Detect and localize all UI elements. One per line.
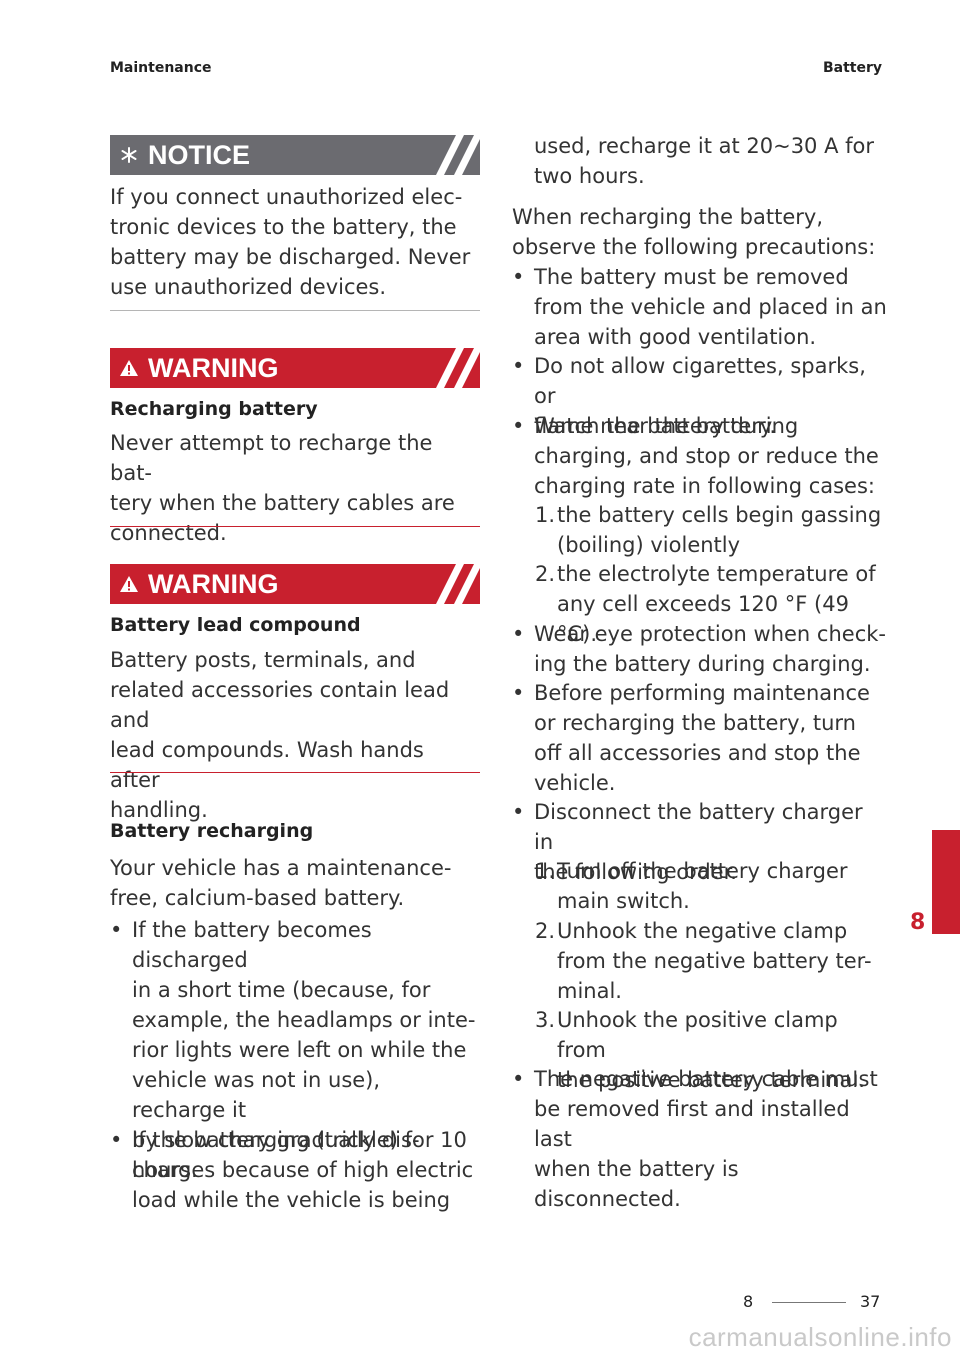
numbered-item: 2. the electrolyte temperature of any ce… [535, 562, 876, 646]
warning-banner: WARNING [110, 348, 480, 388]
warning-title: WARNING [148, 568, 279, 599]
warning-body: Never attempt to recharge the bat- tery … [110, 431, 455, 545]
bullet-icon: • [512, 265, 525, 289]
numbered-item: 2. Unhook the negative clamp from the ne… [535, 919, 872, 1003]
footer-chapter-number: 8 [743, 1292, 754, 1311]
list-item: • Before performing maintenance or recha… [512, 678, 870, 798]
warning-banner: WARNING [110, 564, 480, 604]
footer-divider [772, 1302, 846, 1303]
list-item: • If the battery gradually dis- charges … [110, 1125, 473, 1215]
watermark: carmanualsonline.info [688, 1322, 952, 1352]
banner-slash-decoration [436, 348, 480, 388]
bullet-icon: • [512, 681, 525, 705]
bullet-icon: • [512, 354, 525, 378]
running-header-topic: Battery [822, 60, 882, 76]
numbered-item: 3. Unhook the positive clamp from the po… [535, 1008, 865, 1092]
list-item: • If the battery becomes discharged in a… [110, 915, 480, 1185]
page-number: 37 [860, 1292, 881, 1311]
running-header-section: Maintenance [110, 60, 212, 76]
warning-heading: Recharging battery [110, 398, 318, 420]
numbered-item: 1. Turn off the battery charger main swi… [535, 859, 848, 913]
divider [110, 772, 480, 773]
list-item: • The battery must be removed from the v… [512, 262, 887, 352]
list-item: • Wear eye protection when check- ing th… [512, 619, 886, 679]
warning-body: Battery posts, terminals, and related ac… [110, 648, 450, 822]
bullet-icon: • [512, 622, 525, 646]
warning-triangle-icon [110, 359, 148, 377]
notice-title: NOTICE [148, 139, 251, 170]
bullet-icon: • [110, 918, 123, 942]
bullet-icon: • [512, 800, 525, 824]
list-item: • Do not allow cigarettes, sparks, or fl… [512, 351, 887, 441]
warning-triangle-icon [110, 575, 148, 593]
bullet-icon: • [512, 414, 525, 438]
list-item: • Watch the battery during charging, and… [512, 411, 879, 501]
bullet-icon: • [110, 1128, 123, 1152]
divider [110, 310, 480, 311]
precautions-intro: When recharging the battery, observe the… [512, 205, 876, 259]
bullet-icon: • [512, 1067, 525, 1091]
asterisk-icon [110, 146, 148, 164]
section-intro: Your vehicle has a maintenance- free, ca… [110, 856, 452, 910]
numbered-item: 1. the battery cells begin gassing (boil… [535, 503, 882, 557]
chapter-tab-number: 8 [910, 910, 926, 935]
warning-heading: Battery lead compound [110, 614, 361, 636]
warning-title: WARNING [148, 352, 279, 383]
notice-banner: NOTICE [110, 135, 480, 175]
list-item: • Disconnect the battery charger in the … [512, 797, 887, 887]
list-item-continued: used, recharge it at 20~30 A for two hou… [534, 134, 875, 188]
divider [110, 526, 480, 527]
chapter-tab [932, 830, 960, 934]
banner-slash-decoration [436, 135, 480, 175]
section-heading: Battery recharging [110, 820, 314, 842]
notice-body: If you connect unauthorized elec- tronic… [110, 185, 471, 299]
list-item: • The negative battery cable must be rem… [512, 1064, 887, 1214]
banner-slash-decoration [436, 564, 480, 604]
